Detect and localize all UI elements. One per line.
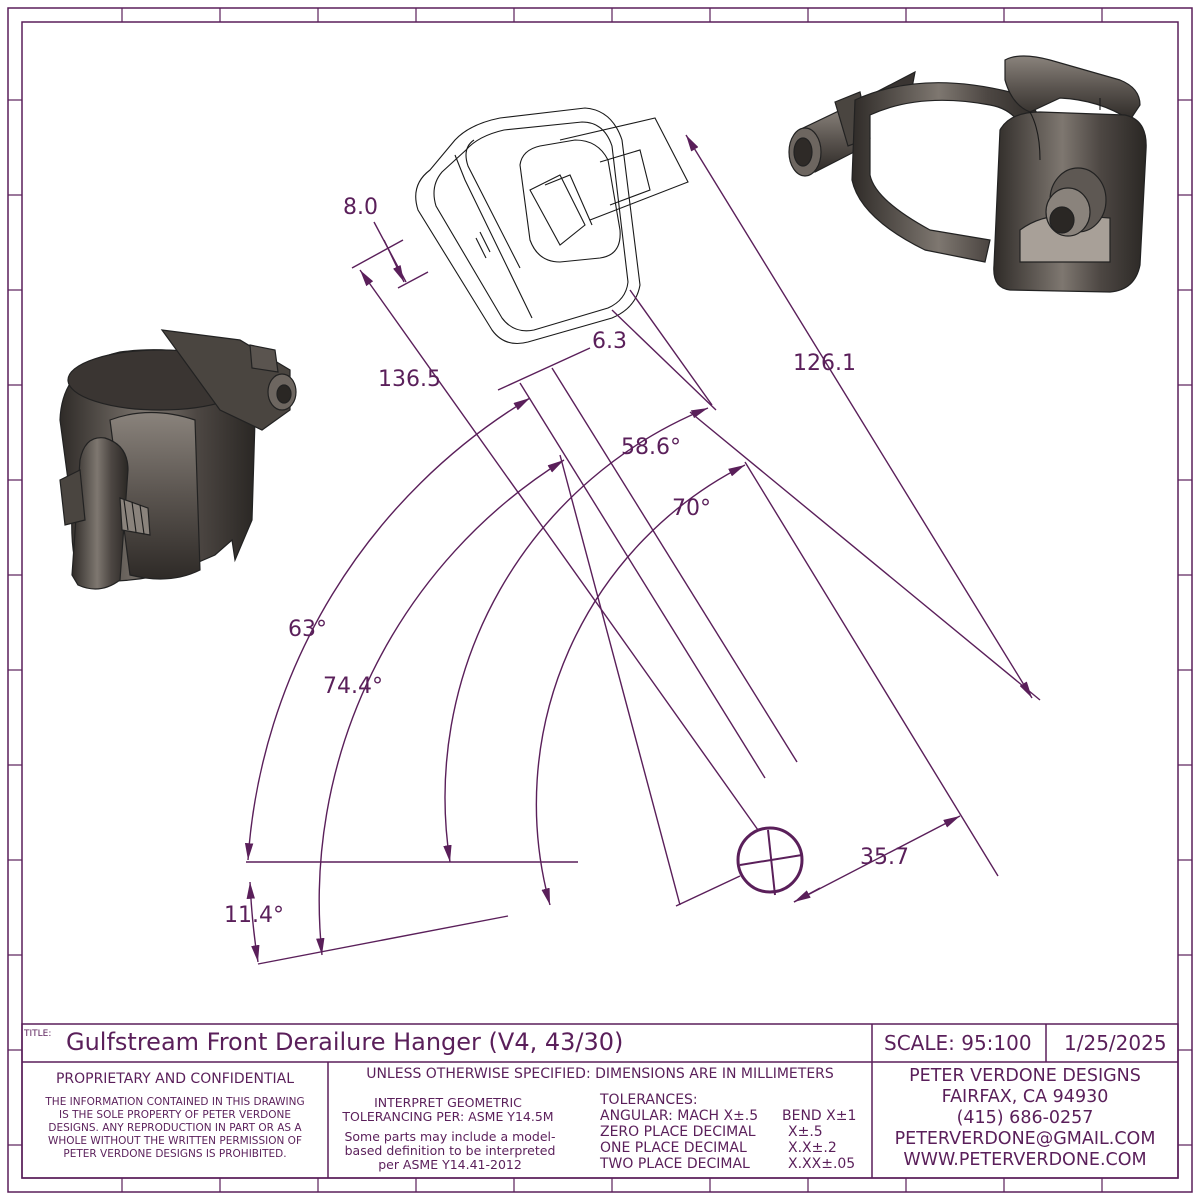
dim-136-5: 136.5 <box>378 367 441 392</box>
proprietary-line: IS THE SOLE PROPERTY OF PETER VERDONE <box>59 1109 291 1121</box>
company-name: PETER VERDONE DESIGNS <box>909 1066 1141 1086</box>
tol-angular: ANGULAR: MACH X±.5 <box>600 1108 759 1124</box>
tolerances-heading: TOLERANCES: <box>600 1092 698 1108</box>
proprietary-line: WHOLE WITHOUT THE WRITTEN PERMISSION OF <box>48 1135 302 1147</box>
dim-11-4: 11.4° <box>224 903 284 928</box>
interpret-line-1: INTERPRET GEOMETRIC <box>374 1095 522 1110</box>
tol-one-label: ONE PLACE DECIMAL <box>600 1140 747 1156</box>
iso-view-left <box>59 329 297 590</box>
dim-35-7: 35.7 <box>860 845 909 870</box>
tol-bend: BEND X±1 <box>782 1108 857 1124</box>
company-phone: (415) 686-0257 <box>956 1108 1094 1128</box>
dim-6-3: 6.3 <box>592 329 627 354</box>
dim-63: 63° <box>288 617 327 642</box>
company-block: PETER VERDONE DESIGNS FAIRFAX, CA 94930 … <box>872 1066 1178 1171</box>
model-note-line-3: per ASME Y14.41-2012 <box>378 1157 522 1172</box>
dim-58-6: 58.6° <box>621 435 681 460</box>
tol-two-value: X.XX±.05 <box>788 1156 856 1172</box>
dim-8-0: 8.0 <box>343 195 378 220</box>
tol-zero-label: ZERO PLACE DECIMAL <box>600 1124 756 1140</box>
company-email: PETERVERDONE@GMAIL.COM <box>894 1129 1156 1149</box>
drawing-title: Gulfstream Front Derailure Hanger (V4, 4… <box>66 1028 624 1056</box>
proprietary-heading: PROPRIETARY AND CONFIDENTIAL <box>55 1071 295 1087</box>
interpret-line-2: TOLERANCING PER: ASME Y14.5M <box>342 1109 554 1124</box>
date: 1/25/2025 <box>1064 1031 1167 1055</box>
model-note-line-1: Some parts may include a model- <box>344 1129 556 1144</box>
tol-two-label: TWO PLACE DECIMAL <box>600 1156 750 1172</box>
dim-74-4: 74.4° <box>323 674 383 699</box>
tol-one-value: X.X±.2 <box>788 1140 837 1156</box>
title-label: TITLE: <box>24 1029 52 1039</box>
dim-70: 70° <box>672 496 711 521</box>
proprietary-line: PETER VERDONE DESIGNS IS PROHIBITED. <box>63 1148 287 1160</box>
border-ticks <box>8 8 1192 1192</box>
orthographic-view <box>415 107 689 345</box>
interpret-note: INTERPRET GEOMETRIC TOLERANCING PER: ASM… <box>338 1096 558 1124</box>
title-block-grid <box>21 1023 1179 1179</box>
tol-zero-value: X±.5 <box>788 1124 823 1140</box>
company-city: FAIRFAX, CA 94930 <box>941 1087 1109 1107</box>
model-note-line-2: based definition to be interpreted <box>344 1143 556 1158</box>
tolerances: TOLERANCES: ANGULAR: MACH X±.5 BEND X±1 Z… <box>600 1092 856 1172</box>
proprietary-line: DESIGNS. ANY REPRODUCTION IN PART OR AS … <box>48 1122 302 1134</box>
units-note: UNLESS OTHERWISE SPECIFIED: DIMENSIONS A… <box>366 1066 834 1082</box>
dimension-lines <box>244 134 1041 965</box>
proprietary-line: THE INFORMATION CONTAINED IN THIS DRAWIN… <box>45 1096 305 1108</box>
scale: SCALE: 95:100 <box>884 1031 1032 1055</box>
dim-126-1: 126.1 <box>793 351 856 376</box>
model-based-note: Some parts may include a model- based de… <box>334 1130 566 1172</box>
iso-view-top-right <box>788 55 1147 293</box>
proprietary-notice: THE INFORMATION CONTAINED IN THIS DRAWIN… <box>22 1096 328 1161</box>
company-web: WWW.PETERVERDONE.COM <box>903 1150 1147 1170</box>
